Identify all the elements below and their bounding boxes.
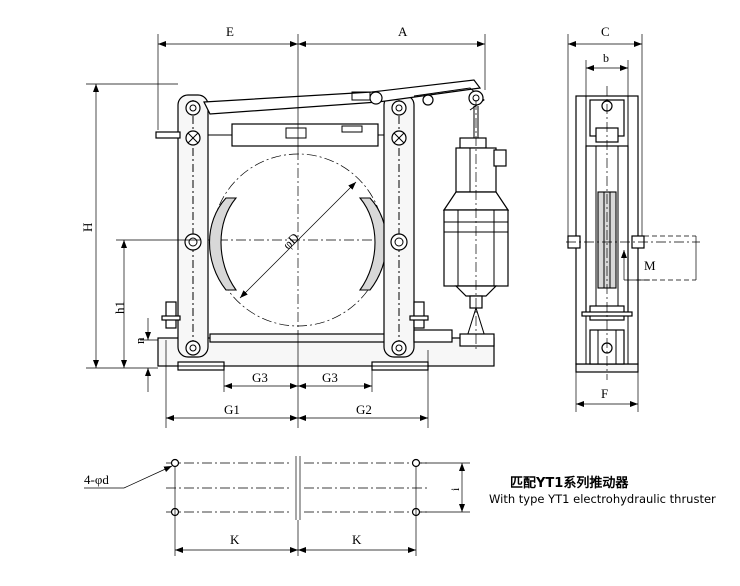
base-plate <box>157 337 495 367</box>
pin-left-mid <box>184 233 202 251</box>
pin-left-top <box>185 100 201 116</box>
mount-hole-2 <box>411 458 421 468</box>
caption-english: With type YT1 electrohydraulic thruster <box>489 492 716 506</box>
pin-right-bottom <box>391 340 407 356</box>
dim-G1: G1 <box>224 402 240 417</box>
pin-right-top <box>391 100 407 116</box>
dim-E: E <box>226 24 234 39</box>
dim-holes: 4-φd <box>84 472 109 487</box>
dim-i: i <box>448 487 462 491</box>
caption-chinese: 匹配YT1系列推动器 <box>510 476 629 491</box>
pin-right-mid <box>390 233 408 251</box>
dim-G2: G2 <box>356 402 372 417</box>
hole-pattern: 4-φd i K K <box>84 456 470 556</box>
adjust-bolt-right <box>409 301 429 329</box>
spring-tube <box>231 123 379 147</box>
pin-left-bottom <box>185 340 201 356</box>
dim-h1: h1 <box>112 301 127 314</box>
brake-shoe-left <box>209 197 238 291</box>
dim-b: b <box>603 51 609 65</box>
dim-K-right: K <box>352 532 362 547</box>
dim-phiD: φD <box>280 230 303 253</box>
dim-F: F <box>601 386 608 401</box>
left-arm <box>177 94 209 358</box>
pin-left-upper <box>185 130 201 146</box>
dim-n: n <box>132 337 147 344</box>
dim-H: H <box>80 223 95 232</box>
adjust-bolt-left <box>161 301 181 329</box>
diameter-line <box>239 181 357 299</box>
pin-right-upper <box>391 130 407 146</box>
front-dimensions: E A H h1 n G3 G3 G1 G2 φD <box>80 24 486 428</box>
left-rod <box>155 131 181 139</box>
dim-C: C <box>601 24 610 39</box>
side-dimensions: C b M F <box>567 24 656 412</box>
dim-M: M <box>644 258 656 273</box>
dim-G3-right: G3 <box>322 370 338 385</box>
brake-shoe-right <box>358 197 387 291</box>
top-lever <box>203 79 482 115</box>
dim-G3-left: G3 <box>252 370 268 385</box>
side-view <box>566 86 700 380</box>
front-view <box>155 79 510 371</box>
dim-K-left: K <box>230 532 240 547</box>
mount-hole-1 <box>170 458 180 468</box>
dim-A: A <box>398 24 408 39</box>
thruster <box>442 137 510 347</box>
